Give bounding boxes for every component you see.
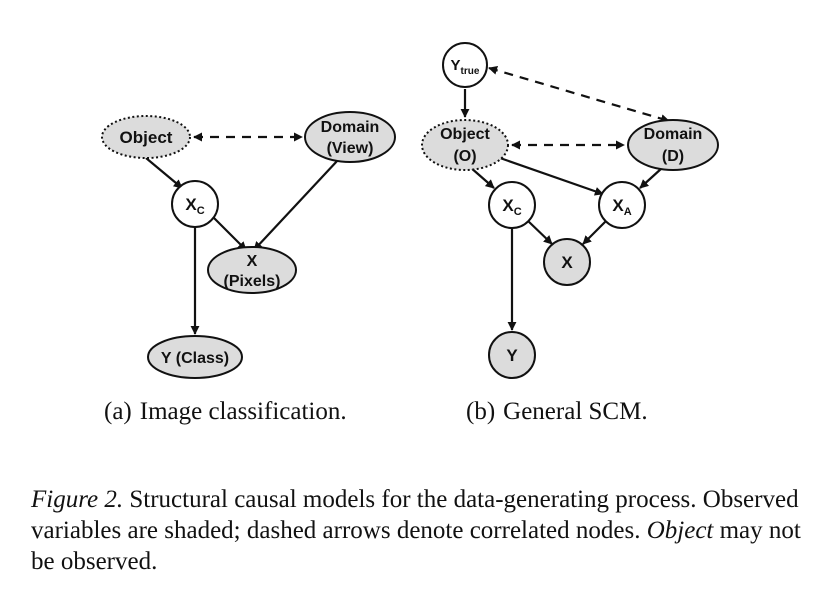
node-a-domain: Domain (View) — [304, 111, 396, 163]
node-b-xa-sub: A — [624, 206, 632, 218]
node-a-domain-sublabel: (View) — [327, 140, 374, 157]
diagram-b-edges — [460, 65, 670, 331]
node-b-ytrue-sub: true — [461, 66, 480, 77]
node-b-y: Y — [488, 331, 536, 379]
node-b-x-label: X — [561, 253, 573, 272]
caption-text-2: may not be observed. — [31, 517, 801, 575]
svg-text:XA: XA — [612, 196, 631, 218]
svg-text:XC: XC — [185, 195, 204, 217]
subcaption-b-tag: (b) — [466, 398, 496, 425]
svg-text:Ytrue: Ytrue — [451, 57, 480, 77]
edge-b-object-xc — [469, 166, 495, 189]
node-b-y-label: Y — [506, 346, 518, 365]
edge-a-xc-x — [211, 215, 247, 251]
edge-b-object-xa — [499, 156, 604, 196]
node-b-ytrue-main: Y — [451, 57, 461, 74]
node-b-domain-label: Domain — [644, 126, 703, 143]
node-a-xc: XC — [171, 180, 219, 228]
node-b-xc-main: X — [502, 196, 514, 215]
node-a-x-label: X — [247, 253, 258, 270]
node-a-xc-main: X — [185, 195, 197, 214]
caption-text-1: Structural causal models for the data-ge… — [31, 486, 799, 544]
edge-a-object-xc — [145, 157, 183, 189]
subcaption-b-text: General SCM. — [503, 398, 648, 425]
node-b-domain: Domain (D) — [627, 119, 719, 171]
svg-text:XC: XC — [502, 196, 521, 218]
node-b-object-sublabel: (O) — [453, 148, 476, 165]
node-a-domain-label: Domain — [321, 119, 380, 136]
subcaption-b: (b) General SCM. — [466, 398, 648, 426]
edge-b-domain-xa — [639, 167, 663, 189]
figure-caption: Figure 2. Structural causal models for t… — [31, 484, 801, 577]
node-b-xc: XC — [488, 181, 536, 229]
subcaption-a: (a) Image classification. — [104, 398, 347, 426]
node-b-xc-sub: C — [514, 206, 522, 218]
edge-b-xa-x — [582, 219, 608, 245]
node-a-x: X (Pixels) — [207, 246, 297, 294]
edge-b-xc-x — [526, 219, 553, 245]
node-b-xa-main: X — [612, 196, 624, 215]
node-a-xc-sub: C — [197, 205, 205, 217]
diagram-b: Ytrue Object (O) Domain (D) XC XA — [421, 42, 719, 379]
node-b-x: X — [543, 238, 591, 286]
node-a-y: Y (Class) — [147, 335, 243, 379]
node-a-object-label: Object — [120, 128, 173, 147]
node-b-object-label: Object — [440, 126, 490, 143]
diagram-a: Object Domain (View) XC X (Pixels) Y (Cl… — [101, 111, 396, 379]
subcaption-a-tag: (a) — [104, 398, 132, 425]
node-a-y-label: Y (Class) — [161, 350, 229, 367]
node-b-ytrue: Ytrue — [442, 42, 488, 88]
subcaption-a-text: Image classification. — [139, 398, 347, 425]
caption-emphasis: Object — [646, 517, 714, 544]
causal-diagrams: Object Domain (View) XC X (Pixels) Y (Cl… — [101, 42, 719, 379]
node-a-x-sublabel: (Pixels) — [224, 273, 281, 290]
edge-a-domain-x — [253, 159, 339, 251]
diagram-a-edges — [145, 132, 339, 335]
node-b-xa: XA — [598, 181, 646, 229]
node-a-object: Object — [101, 115, 191, 159]
edge-b-ytrue-domain — [488, 65, 670, 124]
node-b-object: Object (O) — [421, 119, 509, 171]
node-b-domain-sublabel: (D) — [662, 148, 684, 165]
caption-label: Figure 2. — [31, 486, 124, 513]
